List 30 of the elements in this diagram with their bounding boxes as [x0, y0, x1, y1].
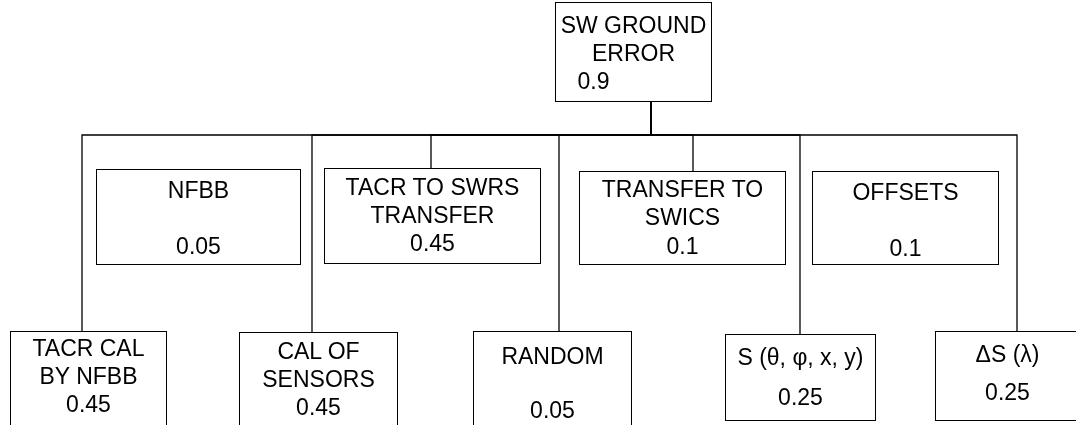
- error-source-label: TACR TO SWRS TRANSFER: [344, 173, 521, 229]
- error-box: [555, 2, 712, 102]
- error-value: 0.25: [985, 378, 1030, 406]
- error-source-label: RANDOM: [501, 342, 604, 370]
- error-source-label: TACR CAL BY NFBB: [31, 334, 146, 390]
- error-value: 0.05: [176, 232, 221, 260]
- error-value: 0.9: [577, 67, 610, 95]
- error-box: [324, 168, 541, 264]
- error-box: [96, 169, 301, 265]
- error-box: [725, 334, 876, 421]
- error-source-label: NFBB: [167, 176, 230, 204]
- error-box: [935, 331, 1076, 421]
- error-source-label: SW GROUND ERROR: [560, 11, 707, 67]
- error-value: 0.45: [410, 229, 455, 257]
- error-box: [812, 171, 999, 265]
- error-value: 0.45: [66, 390, 111, 418]
- error-box: [473, 331, 632, 425]
- error-source-label: ΔS (λ): [975, 340, 1040, 368]
- error-value: 0.1: [889, 234, 922, 262]
- error-value: 0.25: [778, 383, 823, 411]
- error-value: 0.45: [296, 393, 341, 421]
- error-source-label: CAL OF SENSORS: [261, 337, 376, 393]
- error-box: [10, 331, 167, 425]
- error-source-label: S (θ, φ, x, y): [737, 343, 864, 371]
- error-box: [579, 171, 786, 265]
- error-value: 0.05: [530, 396, 575, 424]
- error-source-label: OFFSETS: [852, 178, 959, 206]
- error-source-label: TRANSFER TO SWICS: [600, 175, 765, 231]
- error-box: [239, 332, 398, 425]
- error-value: 0.1: [666, 232, 699, 260]
